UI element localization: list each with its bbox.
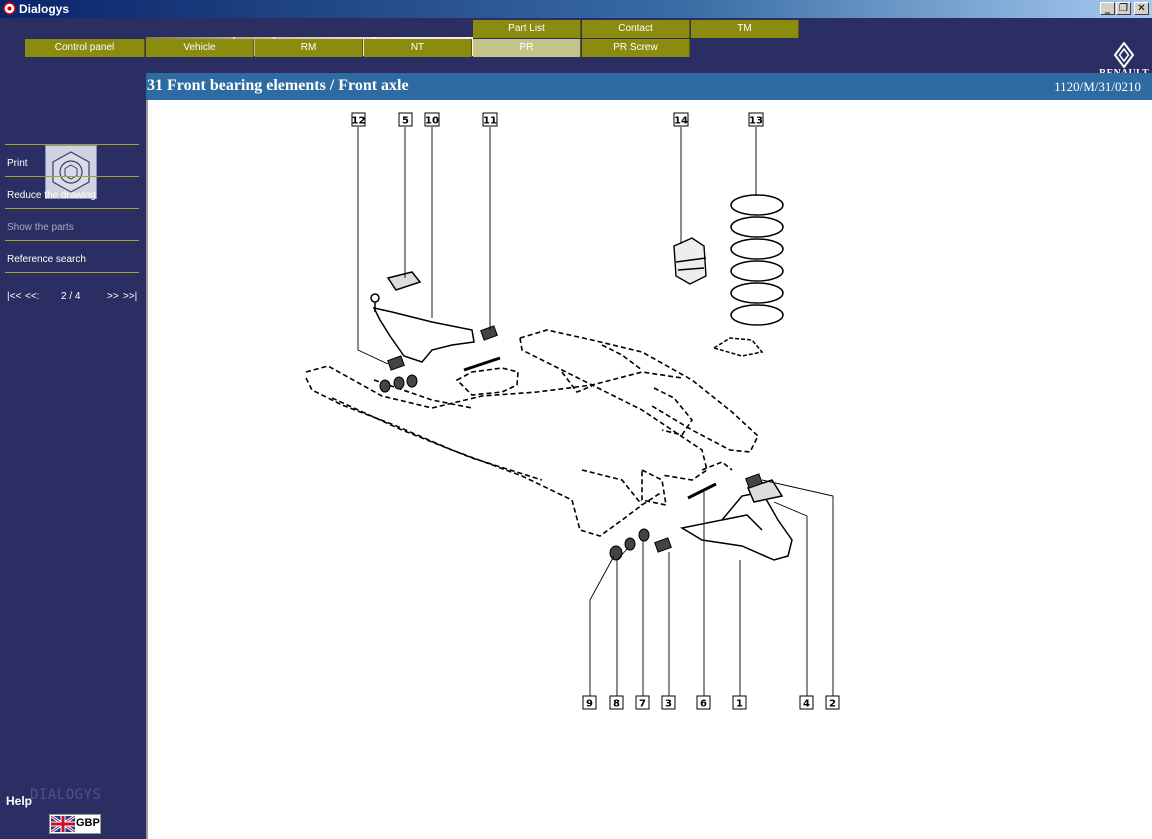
page-indicator: 2 / 4	[61, 291, 81, 302]
app-icon	[3, 2, 16, 15]
print-link[interactable]: Print	[7, 158, 28, 169]
currency-selector[interactable]: GBP	[49, 814, 101, 834]
callout-8: 8	[609, 695, 624, 710]
reduce-drawing-link[interactable]: Reduce the drawing	[7, 190, 96, 201]
parts-drawing-area: 12 5 10 11 14 13 9 8 7 3 6 1 4 2	[146, 100, 1152, 839]
callout-12: 12	[351, 112, 366, 127]
bump-stop	[673, 237, 707, 285]
lower-control-arm	[679, 479, 793, 561]
callout-10: 10	[424, 112, 440, 127]
bushings-lower	[609, 473, 763, 561]
leader-lines	[357, 127, 834, 696]
callout-13: 13	[748, 112, 764, 127]
page-title: 31 Front bearing elements / Front axle	[147, 77, 409, 94]
renault-diamond-icon	[1113, 42, 1135, 68]
callout-14: 14	[673, 112, 689, 127]
show-parts-link: Show the parts	[7, 222, 74, 233]
svg-text:12: 12	[352, 116, 366, 127]
window-title: Dialogys	[19, 2, 70, 16]
upper-control-arm	[370, 271, 475, 363]
bushings-upper	[379, 325, 501, 393]
callout-4: 4	[799, 695, 814, 710]
svg-text:9: 9	[586, 699, 593, 710]
callout-11: 11	[482, 112, 498, 127]
callout-1: 1	[732, 695, 747, 710]
main-navigation-header: Part List Contact TM Control panel Vehic…	[0, 18, 1152, 79]
svg-text:6: 6	[700, 699, 707, 710]
svg-text:3: 3	[665, 699, 672, 710]
exploded-parts-diagram: 12 5 10 11 14 13 9 8 7 3 6 1 4 2	[305, 112, 840, 710]
coil-spring	[712, 194, 784, 357]
last-page-button[interactable]: >>|	[123, 291, 138, 302]
subframe-outline	[305, 329, 759, 537]
svg-text:13: 13	[749, 116, 763, 127]
svg-text:4: 4	[803, 699, 810, 710]
first-page-button[interactable]: |<<	[7, 291, 22, 302]
sidebar: Print Reduce the drawing Show the parts …	[0, 73, 146, 839]
svg-text:14: 14	[674, 116, 688, 127]
close-button[interactable]: ✕	[1134, 2, 1149, 15]
window-title-bar: Dialogys _ ❐ ✕	[0, 0, 1152, 18]
help-link[interactable]: Help	[6, 794, 33, 808]
hex-nut-icon	[52, 151, 90, 193]
svg-text:8: 8	[613, 699, 620, 710]
tab-tm[interactable]: TM	[691, 20, 799, 38]
svg-text:7: 7	[639, 699, 646, 710]
currency-code: GBP	[76, 817, 100, 829]
svg-text:11: 11	[483, 116, 497, 127]
dialogys-watermark: DIALOGYS	[30, 787, 102, 803]
callout-6: 6	[696, 695, 711, 710]
part-category-thumbnail	[45, 145, 97, 199]
reference-search-link[interactable]: Reference search	[7, 254, 86, 265]
tab-contact[interactable]: Contact	[582, 20, 690, 38]
minimize-button[interactable]: _	[1100, 2, 1115, 15]
tab-vehicle[interactable]: Vehicle	[146, 39, 254, 57]
callout-5: 5	[398, 112, 413, 127]
uk-flag-icon	[51, 816, 75, 832]
tab-pr-screw[interactable]: PR Screw	[582, 39, 690, 57]
drawing-reference: 1120/M/31/0210	[1054, 79, 1141, 94]
callout-9: 9	[582, 695, 597, 710]
svg-text:5: 5	[402, 116, 409, 127]
tab-pr[interactable]: PR	[473, 39, 581, 57]
callout-7: 7	[635, 695, 650, 710]
svg-text:10: 10	[425, 116, 439, 127]
tab-nt[interactable]: NT	[364, 39, 472, 57]
callout-3: 3	[661, 695, 676, 710]
previous-page-button[interactable]: <<:	[25, 291, 40, 302]
content-header: 31 Front bearing elements / Front axle 1…	[146, 73, 1152, 100]
svg-text:2: 2	[829, 699, 836, 710]
svg-text:1: 1	[736, 699, 743, 710]
tab-rm[interactable]: RM	[255, 39, 363, 57]
tab-control-panel[interactable]: Control panel	[25, 39, 145, 57]
next-page-button[interactable]: >>	[107, 291, 119, 302]
tab-part-list[interactable]: Part List	[473, 20, 581, 38]
callout-2: 2	[825, 695, 840, 710]
restore-button[interactable]: ❐	[1116, 2, 1131, 15]
